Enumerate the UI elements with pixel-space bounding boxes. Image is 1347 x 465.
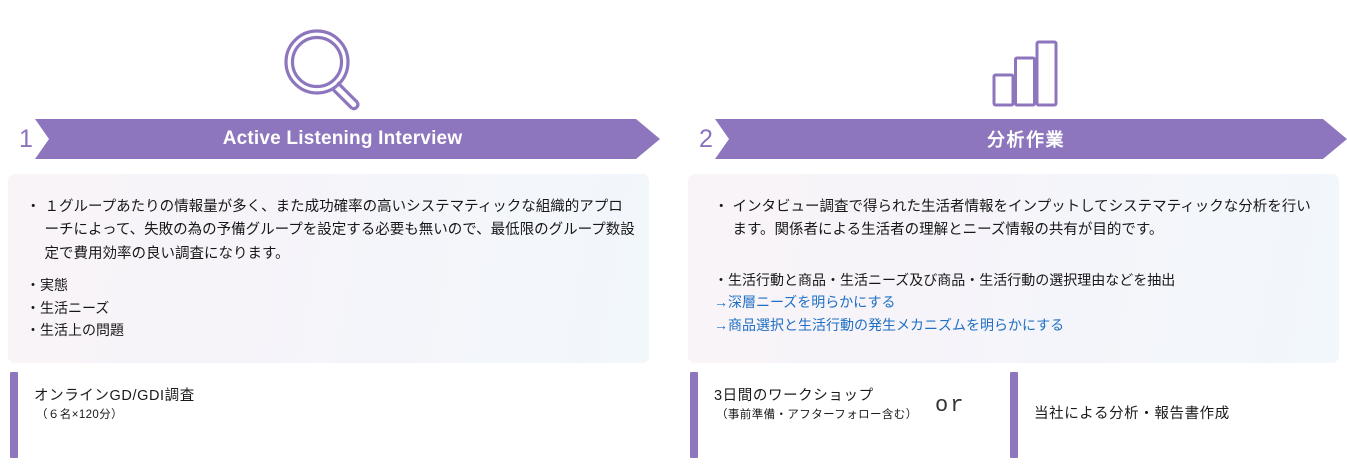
step-1-footer-sub: （６名×120分）	[36, 409, 124, 421]
step-2-footer-report-text: 当社による分析・報告書作成	[1034, 402, 1230, 424]
step-2-footer-workshop-text: 3日間のワークショップ （事前準備・アフターフォロー含む）	[714, 384, 918, 422]
step-1-paragraph-text: １グループあたりの情報量が多く、また成功確率の高いシステマティックな組織的アプロ…	[44, 199, 635, 262]
step-1-banner-row: 1 Active Listening Interview	[0, 119, 660, 159]
step-1-footer-callout: オンラインGD/GDI調査 （６名×120分）	[10, 372, 340, 458]
step-column-1: 1 Active Listening Interview ・ １グループあたりの…	[0, 0, 660, 465]
accent-bar	[690, 372, 698, 458]
list-item: ・実態	[26, 277, 68, 294]
step-2-banner[interactable]: 分析作業	[715, 119, 1347, 159]
step-2-footer-workshop-sub: （事前準備・アフターフォロー含む）	[716, 409, 918, 421]
list-item: ・生活ニーズ	[26, 299, 110, 316]
accent-bar	[1010, 372, 1018, 458]
list-item: ・生活上の問題	[26, 322, 124, 339]
step-2-footer-callout-workshop: 3日間のワークショップ （事前準備・アフターフォロー含む）	[690, 372, 1000, 458]
list-item: →商品選択と生活行動の発生メカニズムを明らかにする	[714, 316, 1065, 333]
step-1-paragraph: ・ １グループあたりの情報量が多く、また成功確率の高いシステマティックな組織的ア…	[26, 196, 635, 266]
step-2-number: 2	[699, 125, 713, 153]
or-separator-label: or	[935, 393, 966, 418]
step-column-2: 2 分析作業 ・ インタビュー調査で得られた生活者情報をインプットしてシステマテ…	[680, 0, 1347, 465]
step-2-panel: ・ インタビュー調査で得られた生活者情報をインプットしてシステマティックな分析を…	[688, 174, 1339, 363]
list-item: ・生活行動と商品・生活ニーズ及び商品・生活行動の選択理由などを抽出	[714, 271, 1176, 288]
list-item: →深層ニーズを明らかにする	[714, 294, 896, 311]
step-1-panel-content: ・ １グループあたりの情報量が多く、また成功確率の高いシステマティックな組織的ア…	[26, 196, 635, 342]
step-2-panel-content: ・ インタビュー調査で得られた生活者情報をインプットしてシステマティックな分析を…	[714, 196, 1325, 336]
bar-chart-icon	[982, 36, 1062, 111]
step-2-paragraph-text: インタビュー調査で得られた生活者情報をインプットしてシステマティックな分析を行い…	[732, 199, 1311, 239]
bullet-marker: ・	[714, 199, 729, 215]
step-2-banner-row: 2 分析作業	[680, 119, 1347, 159]
step-2-paragraph: ・ インタビュー調査で得られた生活者情報をインプットしてシステマティックな分析を…	[714, 196, 1325, 243]
step-1-number: 1	[19, 125, 33, 153]
step-1-bullet-list: ・実態 ・生活ニーズ ・生活上の問題	[26, 274, 635, 341]
step-1-footer-main: オンラインGD/GDI調査	[34, 388, 195, 404]
step-2-icon-zone	[680, 10, 1347, 115]
magnifier-icon	[275, 24, 371, 120]
step-1-panel: ・ １グループあたりの情報量が多く、また成功確率の高いシステマティックな組織的ア…	[8, 174, 649, 363]
step-1-title: Active Listening Interview	[222, 128, 463, 149]
step-2-footer-callout-report: 当社による分析・報告書作成	[1010, 372, 1330, 458]
step-2-title: 分析作業	[987, 130, 1065, 150]
step-2-footer-report-main: 当社による分析・報告書作成	[1034, 406, 1230, 422]
step-2-bullet-list: ・生活行動と商品・生活ニーズ及び商品・生活行動の選択理由などを抽出 →深層ニーズ…	[714, 269, 1325, 336]
step-1-footer-text: オンラインGD/GDI調査 （６名×120分）	[34, 384, 195, 422]
step-1-icon-zone	[0, 10, 660, 115]
step-1-banner[interactable]: Active Listening Interview	[35, 119, 660, 159]
bullet-marker: ・	[26, 199, 41, 215]
step-2-footer-workshop-main: 3日間のワークショップ	[714, 388, 874, 404]
accent-bar	[10, 372, 18, 458]
